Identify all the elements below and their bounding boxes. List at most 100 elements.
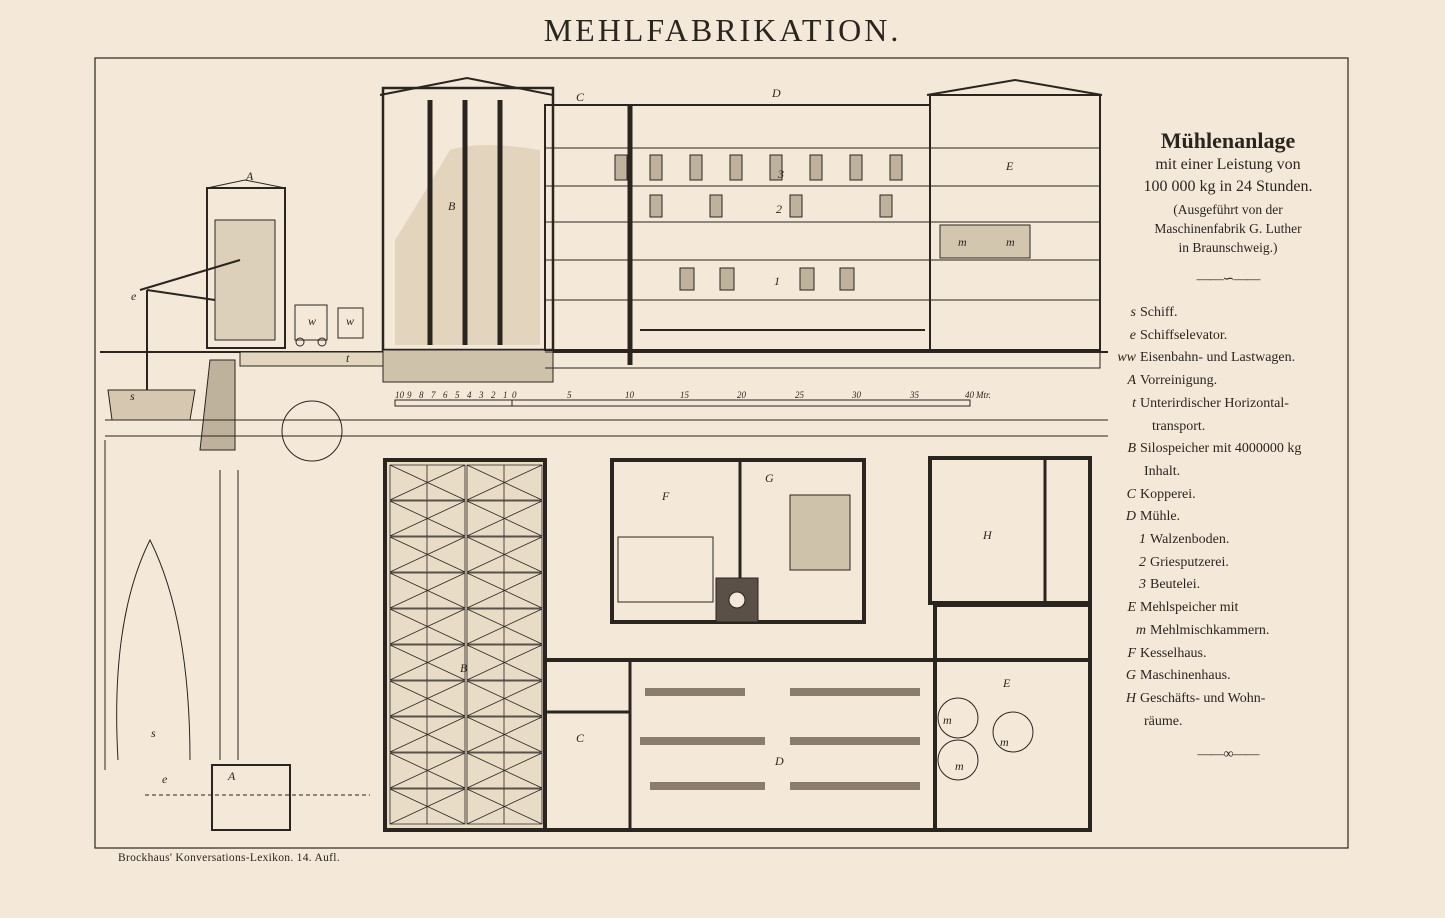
scale-tick-label: 10 bbox=[395, 390, 405, 400]
legend-key: s bbox=[1130, 305, 1136, 320]
label-t: t bbox=[346, 351, 350, 365]
label-m2-section: m bbox=[1006, 235, 1015, 249]
label-C-plan: C bbox=[576, 731, 585, 745]
label-D-section: D bbox=[771, 86, 781, 100]
label-D-plan: D bbox=[774, 754, 784, 768]
label-e-plan: e bbox=[162, 772, 168, 786]
legend-key: A bbox=[1127, 373, 1136, 389]
scale-tick-label: 8 bbox=[419, 390, 424, 400]
silo-cell bbox=[389, 752, 466, 789]
legend-text: Eisenbahn- und Lastwagen. bbox=[1140, 350, 1296, 366]
legend-item-continuation: räume. bbox=[1112, 711, 1344, 734]
silo-cell bbox=[389, 680, 466, 717]
legend-item-continuation: Inhalt. bbox=[1112, 461, 1344, 484]
label-B-section: B bbox=[448, 199, 456, 213]
label-G-plan: G bbox=[765, 471, 774, 485]
silo-cell bbox=[389, 788, 466, 825]
scale-tick-label: 6 bbox=[443, 390, 448, 400]
label-s-section: s bbox=[130, 389, 135, 403]
legend-key: D bbox=[1125, 509, 1136, 525]
plate-frame bbox=[94, 57, 1349, 849]
scale-tick-label: 4 bbox=[467, 390, 472, 400]
scale-tick-label: 1 bbox=[503, 390, 508, 400]
scale-tick-label: 5 bbox=[455, 390, 460, 400]
scale-tick-label: 2 bbox=[491, 390, 496, 400]
scale-tick-label: 10 bbox=[625, 390, 635, 400]
legend-key: F bbox=[1127, 645, 1136, 661]
label-w1: w bbox=[308, 314, 316, 328]
legend-subtitle-1: mit einer Leistung von bbox=[1155, 156, 1301, 173]
scale-tick-label: 0 bbox=[512, 390, 517, 400]
legend-item-continuation: transport. bbox=[1112, 416, 1344, 439]
silo-cell bbox=[466, 500, 543, 537]
label-H-plan: H bbox=[982, 528, 993, 542]
label-A-section: A bbox=[245, 169, 254, 183]
legend-note-1: (Ausgeführt von der bbox=[1173, 202, 1283, 217]
section-elevation bbox=[100, 76, 1108, 462]
legend-text: Mehlmischkammern. bbox=[1150, 622, 1270, 638]
silo-cell bbox=[466, 536, 543, 573]
legend-text: Mühle. bbox=[1140, 509, 1181, 525]
silo-cell bbox=[389, 716, 466, 753]
legend-note-2: Maschinenfabrik G. Luther bbox=[1154, 221, 1302, 236]
silo-cell bbox=[466, 788, 543, 825]
silo-cell bbox=[389, 536, 466, 573]
silo-cell bbox=[466, 608, 543, 645]
scale-tick-label: 15 bbox=[680, 390, 690, 400]
silo-cell bbox=[466, 680, 543, 717]
label-A-plan: A bbox=[227, 769, 236, 783]
label-E-section: E bbox=[1005, 159, 1014, 173]
silo-cell bbox=[466, 752, 543, 789]
label-m1-section: m bbox=[958, 235, 967, 249]
silo-cell bbox=[389, 572, 466, 609]
label-floor-1: 1 bbox=[774, 274, 780, 288]
legend-text: Schiffselevator. bbox=[1140, 327, 1228, 343]
label-F-plan: F bbox=[661, 489, 670, 503]
scale-tick-label: 30 bbox=[851, 390, 862, 400]
legend-text: Silospeicher mit 4000000 kg bbox=[1140, 441, 1302, 457]
legend-key: 3 bbox=[1139, 577, 1146, 593]
legend-text: Kesselhaus. bbox=[1140, 645, 1207, 661]
legend-key: t bbox=[1132, 395, 1136, 411]
label-e-section: e bbox=[131, 289, 137, 303]
scale-tick-label: 25 bbox=[795, 390, 805, 400]
legend-text: Mehlspeicher mit bbox=[1140, 600, 1239, 616]
legend-subtitle-2: 100 000 kg in 24 Stunden. bbox=[1143, 178, 1313, 195]
legend-key: m bbox=[1135, 622, 1146, 638]
legend-text: Kopperei. bbox=[1140, 486, 1196, 502]
legend-text: räume. bbox=[1144, 713, 1183, 729]
legend-text: Unterirdischer Horizontal- bbox=[1140, 395, 1289, 411]
legend-text: Beutelei. bbox=[1150, 577, 1201, 593]
scale-tick-label: 20 bbox=[737, 390, 747, 400]
label-floor-3: 3 bbox=[777, 167, 784, 181]
label-s-plan: s bbox=[151, 726, 156, 740]
scale-tick-label: 40 bbox=[965, 390, 975, 400]
scale-tick-label: 9 bbox=[407, 390, 412, 400]
source-credit: Brockhaus' Konversations-Lexikon. 14. Au… bbox=[118, 852, 340, 864]
label-m1-plan: m bbox=[943, 713, 952, 727]
legend-text: Vorreinigung. bbox=[1140, 373, 1218, 389]
label-m2-plan: m bbox=[1000, 735, 1009, 749]
legend-text: Geschäfts- und Wohn- bbox=[1140, 690, 1266, 706]
ornament-divider: ——∽—— bbox=[1196, 272, 1261, 287]
legend-key: E bbox=[1127, 600, 1136, 616]
ornament-divider-bottom: ——∞—— bbox=[1197, 747, 1260, 763]
legend-note-3: in Braunschweig.) bbox=[1178, 240, 1278, 255]
legend-key: ww bbox=[1117, 350, 1136, 366]
plate-title: MEHLFABRIKATION. bbox=[543, 12, 902, 48]
silo-cell bbox=[389, 500, 466, 537]
